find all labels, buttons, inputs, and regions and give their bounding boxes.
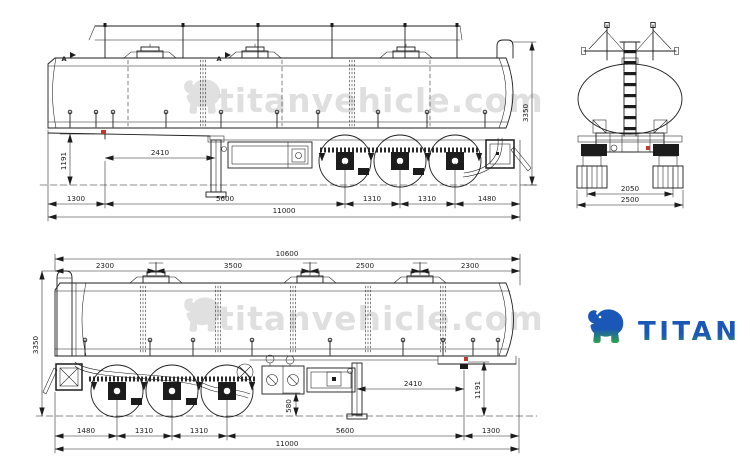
chassis-frame bbox=[47, 130, 487, 141]
kingpin-marker bbox=[101, 130, 106, 134]
mudflap bbox=[42, 367, 58, 395]
dim-1310-label: 1310 bbox=[190, 426, 209, 435]
tank-body bbox=[47, 39, 514, 129]
dim-2300-label: 2300 bbox=[461, 261, 480, 270]
manholes bbox=[129, 262, 447, 284]
dim-2410-label: 2410 bbox=[404, 379, 423, 388]
manholes bbox=[123, 43, 433, 59]
elephant-logo-icon bbox=[588, 309, 624, 343]
dim-2300-label: 2300 bbox=[96, 261, 115, 270]
dim-2050-label: 2050 bbox=[621, 184, 640, 193]
dim-3350-label: 3350 bbox=[521, 103, 530, 122]
rear-tank bbox=[577, 57, 683, 135]
landing-gear bbox=[346, 362, 368, 420]
baffle-lines bbox=[127, 59, 431, 128]
dim-1310-label: 1310 bbox=[135, 426, 154, 435]
equipment-boxes bbox=[236, 354, 356, 395]
dim-1191-label: 1191 bbox=[59, 152, 68, 170]
rear-ladder bbox=[619, 41, 641, 137]
tank-body bbox=[54, 270, 514, 357]
landing-gear bbox=[205, 135, 227, 198]
section-label-a: A bbox=[216, 55, 221, 63]
elephant-watermark-icon bbox=[184, 297, 221, 332]
rear-view: 2050 2500 bbox=[576, 22, 684, 209]
dimensions-bottom-view: 10600 2300 3500 2500 2300 3350 580 2410 … bbox=[31, 249, 521, 454]
rear-chassis bbox=[577, 132, 683, 156]
dim-1300-label: 1300 bbox=[482, 426, 501, 435]
watermark-bottom: titanvehicle.com bbox=[184, 297, 544, 338]
watermark-top: titanvehicle.com bbox=[184, 79, 544, 120]
rear-handrails bbox=[581, 22, 679, 61]
dim-3350-label: 3350 bbox=[31, 335, 40, 354]
dim-1480-label: 1480 bbox=[478, 194, 497, 203]
mudflap bbox=[510, 146, 532, 172]
section-markers: A A bbox=[61, 52, 231, 63]
suspension-and-wheels bbox=[89, 364, 256, 418]
dimensions-rear-view: 2050 2500 bbox=[576, 167, 684, 209]
elephant-eye bbox=[598, 315, 602, 319]
kingpin bbox=[460, 364, 468, 369]
dim-1300-label: 1300 bbox=[67, 194, 86, 203]
watermark-text: titanvehicle.com bbox=[218, 299, 544, 338]
front-frame bbox=[249, 355, 517, 369]
dim-11000-label: 11000 bbox=[273, 206, 296, 215]
watermark-text: titanvehicle.com bbox=[218, 81, 544, 120]
suspension-and-wheels bbox=[318, 134, 483, 188]
dim-2500-label: 2500 bbox=[621, 195, 640, 204]
dim-5600-label: 5600 bbox=[336, 426, 355, 435]
vent-pipe bbox=[496, 39, 514, 59]
dim-2410-label: 2410 bbox=[151, 148, 170, 157]
rear-equipment bbox=[462, 137, 532, 178]
rear-box bbox=[55, 363, 83, 391]
dimensions-top-view: 1191 2410 1300 5600 1310 1310 1480 11000 bbox=[47, 41, 537, 222]
logo-text: TITAN bbox=[638, 317, 741, 347]
kingpin-marker bbox=[464, 357, 468, 361]
dim-1480-label: 1480 bbox=[77, 426, 96, 435]
side-view-bottom: 10600 2300 3500 2500 2300 3350 580 2410 … bbox=[31, 249, 538, 454]
side-view-top: A A bbox=[39, 23, 538, 222]
valve-marker bbox=[646, 146, 650, 150]
handrail bbox=[88, 23, 463, 59]
dim-580-label: 580 bbox=[284, 399, 293, 413]
titan-logo: TITAN bbox=[588, 309, 741, 347]
dim-10600-label: 10600 bbox=[276, 249, 299, 258]
dim-1191-label: 1191 bbox=[473, 381, 482, 399]
toolbox-and-valve-cabinet bbox=[227, 141, 313, 169]
dim-1310-label: 1310 bbox=[363, 194, 382, 203]
dim-3500-label: 3500 bbox=[224, 261, 243, 270]
dim-5600-label: 5600 bbox=[216, 194, 235, 203]
elephant-watermark-icon bbox=[184, 79, 221, 114]
section-label-a: A bbox=[61, 55, 66, 63]
dim-2500-label: 2500 bbox=[356, 261, 375, 270]
dim-11000-label: 11000 bbox=[276, 439, 299, 448]
dim-1310-label: 1310 bbox=[418, 194, 437, 203]
